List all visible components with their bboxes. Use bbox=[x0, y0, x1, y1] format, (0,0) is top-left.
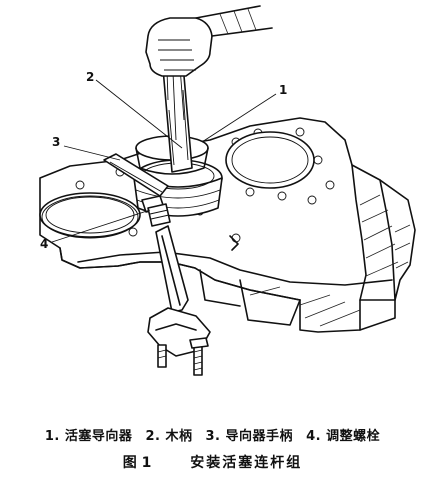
callout-leaders bbox=[51, 79, 277, 243]
engine-piston-install-illustration: 2 1 3 4 bbox=[39, 5, 416, 376]
legend-item-2: 2. 木柄 bbox=[145, 429, 193, 444]
figure-title: 安装活塞连杆组 bbox=[190, 455, 303, 471]
callout-1: 1 bbox=[279, 83, 287, 97]
legend-item-3: 3. 导向器手柄 bbox=[205, 429, 294, 444]
legend-item-1: 1. 活塞导向器 bbox=[44, 429, 133, 444]
engine-block bbox=[39, 117, 416, 333]
figure-number: 图 1 bbox=[122, 455, 152, 471]
guide-handle bbox=[103, 153, 169, 197]
adjusting-bolt bbox=[141, 195, 171, 227]
callout-4: 4 bbox=[40, 237, 48, 251]
figure-legend: 1. 活塞导向器 2. 木柄 3. 导向器手柄 4. 调整螺栓 bbox=[0, 425, 425, 444]
connecting-rod bbox=[147, 225, 211, 376]
legend-item-4: 4. 调整螺栓 bbox=[306, 429, 381, 444]
figure-caption: 图 1 安装活塞连杆组 bbox=[0, 452, 425, 472]
wooden-handle bbox=[145, 5, 273, 173]
callout-3: 3 bbox=[52, 135, 60, 149]
callout-2: 2 bbox=[86, 70, 94, 84]
